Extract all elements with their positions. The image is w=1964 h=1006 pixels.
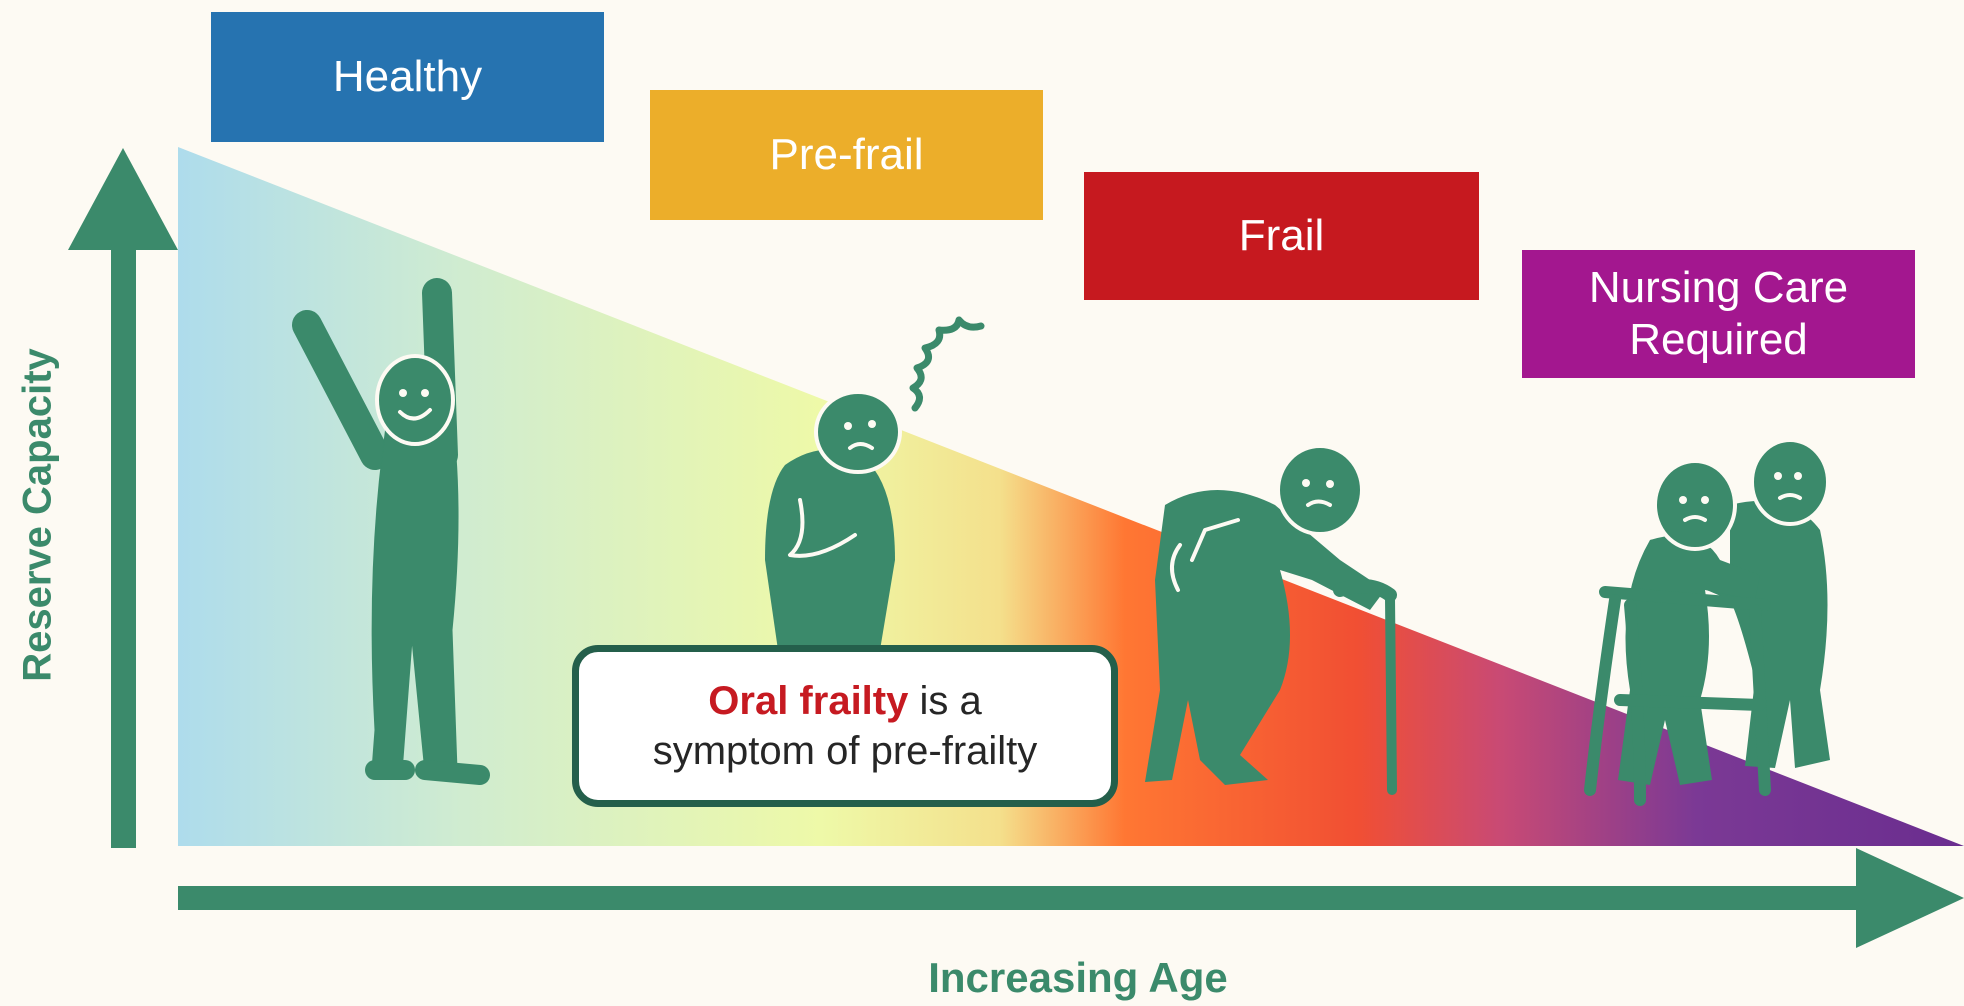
stage-prefrail-label: Pre-frail (769, 129, 923, 181)
stage-nursing-label: Nursing Care Required (1589, 262, 1848, 366)
callout-line-2: symptom of pre-frailty (653, 726, 1038, 776)
stage-nursing-box: Nursing Care Required (1522, 250, 1915, 378)
callout-line-1-rest: is a (908, 679, 981, 723)
callout-highlight: Oral frailty (708, 679, 908, 723)
walker-with-caregiver-icon (1590, 440, 1830, 800)
stage-prefrail-box: Pre-frail (650, 90, 1043, 220)
stage-healthy-label: Healthy (333, 51, 482, 103)
x-axis-arrow (178, 848, 1964, 948)
oral-frailty-callout: Oral frailty is a symptom of pre-frailty (572, 645, 1118, 807)
y-axis-arrow (68, 148, 178, 848)
stage-frail-label: Frail (1239, 210, 1325, 262)
callout-line-1: Oral frailty is a (708, 676, 981, 726)
stage-healthy-box: Healthy (211, 12, 604, 142)
stage-frail-box: Frail (1084, 172, 1479, 300)
x-axis-label: Increasing Age (928, 954, 1228, 1002)
y-axis-label: Reserve Capacity (16, 348, 61, 682)
